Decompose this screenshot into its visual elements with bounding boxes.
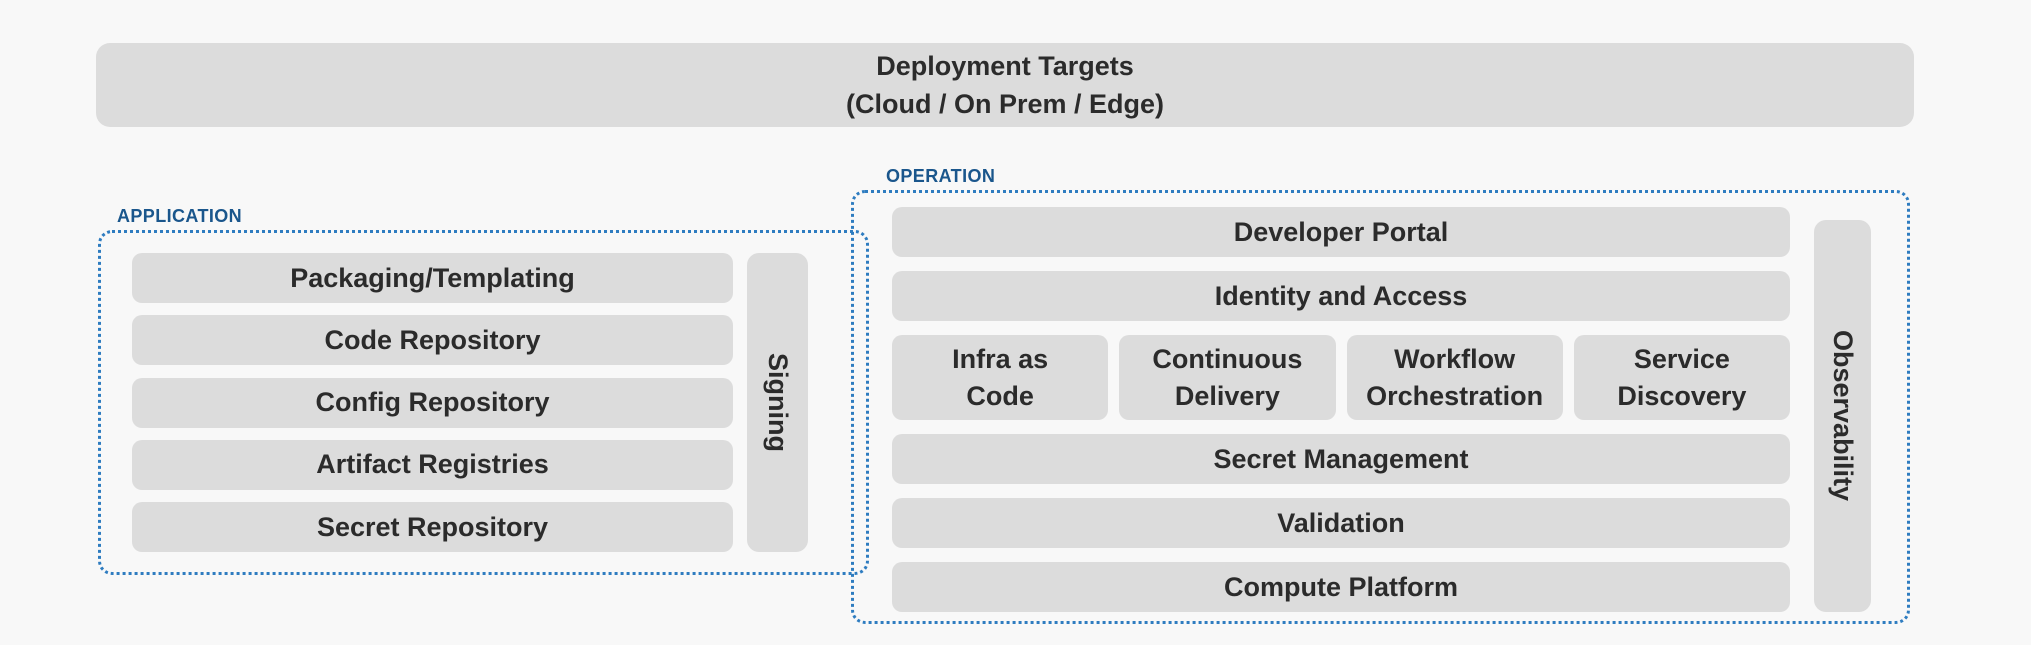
block-observability: Observability [1814, 220, 1871, 612]
application-section-label: APPLICATION [117, 206, 243, 226]
operation-block-stack: Developer Portal Identity and Access Inf… [892, 207, 1790, 612]
deployment-targets-banner: Deployment Targets (Cloud / On Prem / Ed… [96, 43, 1914, 127]
block-developer-portal: Developer Portal [892, 207, 1790, 257]
block-config-repository: Config Repository [132, 377, 733, 428]
signing-vertical-label: Signing [763, 353, 793, 452]
block-compute-platform: Compute Platform [892, 562, 1790, 612]
block-infra-as-code: Infra as Code [892, 335, 1109, 420]
block-code-repository: Code Repository [132, 315, 733, 366]
block-secret-management: Secret Management [892, 434, 1790, 484]
block-workflow-orchestration: Workflow Orchestration [1346, 335, 1563, 420]
block-signing: Signing [747, 253, 808, 552]
operation-section: OPERATION Developer Portal Identity and … [851, 166, 1910, 624]
block-service-discovery: Service Discovery [1573, 335, 1790, 420]
application-block-stack: Packaging/Templating Code Repository Con… [132, 253, 733, 552]
block-artifact-registries: Artifact Registries [132, 439, 733, 490]
block-continuous-delivery: Continuous Delivery [1119, 335, 1336, 420]
operation-grid-row: Infra as Code Continuous Delivery Workfl… [892, 335, 1790, 420]
observability-vertical-label: Observability [1828, 330, 1858, 502]
deployment-targets-subtitle: (Cloud / On Prem / Edge) [845, 89, 1164, 119]
block-identity-and-access: Identity and Access [892, 271, 1790, 321]
application-section: APPLICATION Packaging/Templating Code Re… [98, 206, 869, 575]
block-secret-repository: Secret Repository [132, 502, 733, 552]
block-packaging-templating: Packaging/Templating [132, 253, 733, 303]
block-validation: Validation [892, 498, 1790, 548]
deployment-targets-title: Deployment Targets [876, 51, 1134, 81]
operation-section-label: OPERATION [886, 166, 996, 186]
